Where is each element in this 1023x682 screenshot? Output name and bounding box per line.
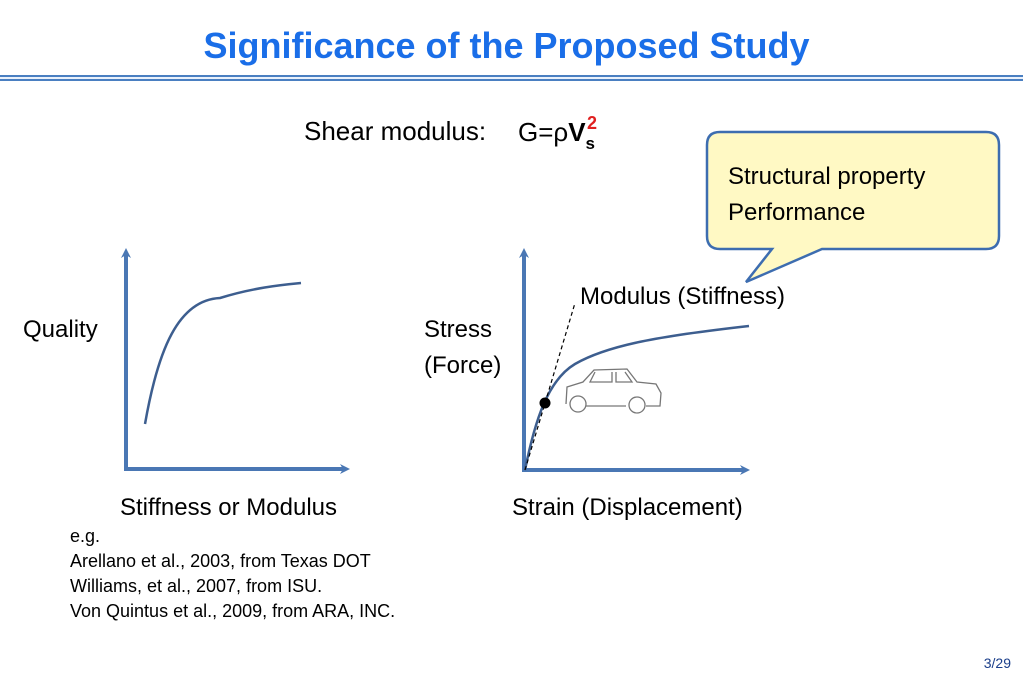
page-number: 3/29 [983, 655, 1011, 671]
left-y-axis-label: Quality [23, 316, 98, 343]
car-icon [565, 368, 662, 414]
left-curve [143, 281, 302, 425]
shear-modulus-equation: G=ρVs2 [518, 113, 597, 153]
callout-bubble [705, 130, 1001, 284]
left-x-axis-label: Stiffness or Modulus [120, 494, 337, 521]
callout-line-structural: Structural property [728, 163, 926, 190]
reference-item: Williams, et al., 2007, from ISU. [70, 576, 323, 596]
right-y-axis-label-line2: (Force) [424, 352, 502, 379]
reference-item: Von Quintus et al., 2009, from ARA, INC. [70, 601, 396, 621]
stress-strain-curve [523, 324, 750, 471]
equation-velocity: V [568, 117, 586, 147]
reference-item: Arellano et al., 2003, from Texas DOT [70, 551, 371, 571]
callout-line-performance: Performance [728, 199, 866, 226]
equation-subscript: s [585, 134, 596, 153]
slide-title: Significance of the Proposed Study [203, 25, 810, 66]
right-x-axis-label: Strain (Displacement) [512, 494, 743, 521]
tangent-line [524, 302, 576, 471]
equation-prefix: G=ρ [518, 117, 569, 147]
title-divider [0, 75, 1023, 81]
right-y-axis-label-line1: Stress [424, 316, 493, 343]
references-intro: e.g. [70, 526, 101, 546]
tangent-modulus-label: Modulus (Stiffness) [580, 283, 785, 310]
equation-exponent: 2 [587, 113, 598, 133]
tangent-point [539, 397, 551, 409]
shear-modulus-label: Shear modulus: [304, 116, 487, 146]
